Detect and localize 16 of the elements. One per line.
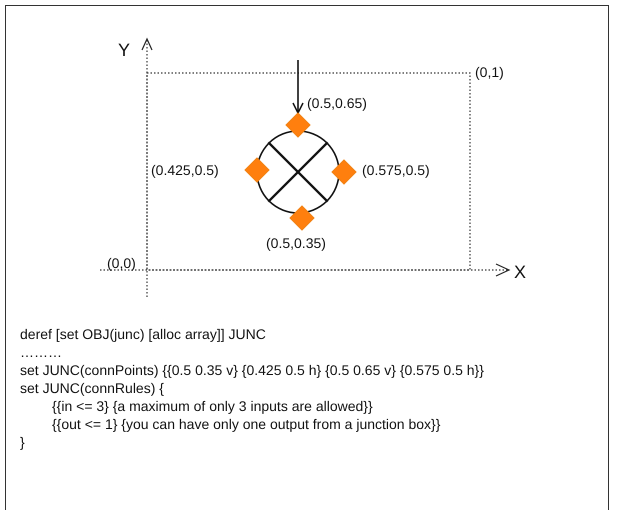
code-line: set JUNC(connRules) { (20, 380, 164, 396)
axis-label: X (514, 262, 526, 282)
coordinate-label: (0.5,0.65) (307, 95, 367, 111)
code-line: } (20, 434, 25, 450)
code-line: {{in <= 3} {a maximum of only 3 inputs are allowed}} (52, 398, 373, 414)
coordinate-label: (0.575,0.5) (362, 162, 430, 178)
code-line: ……… (20, 344, 62, 360)
code-line: deref [set OBJ(junc) [alloc array]] JUNC (20, 326, 266, 342)
axis-label: Y (118, 40, 130, 60)
arrow (292, 60, 304, 114)
coordinate-label: (0,0) (107, 255, 136, 271)
code-line: set JUNC(connPoints) {{0.5 0.35 v} {0.425 0.5 h} {0.5 0.65 v} {0.575 0.5 h}} (20, 362, 484, 378)
code-line: {{out <= 1} {you can have only one output from a junction box}} (52, 416, 440, 432)
coordinate-label: (0.5,0.35) (266, 235, 326, 251)
coordinate-label: (0.425,0.5) (151, 162, 219, 178)
coordinate-label: (0,1) (475, 64, 504, 80)
